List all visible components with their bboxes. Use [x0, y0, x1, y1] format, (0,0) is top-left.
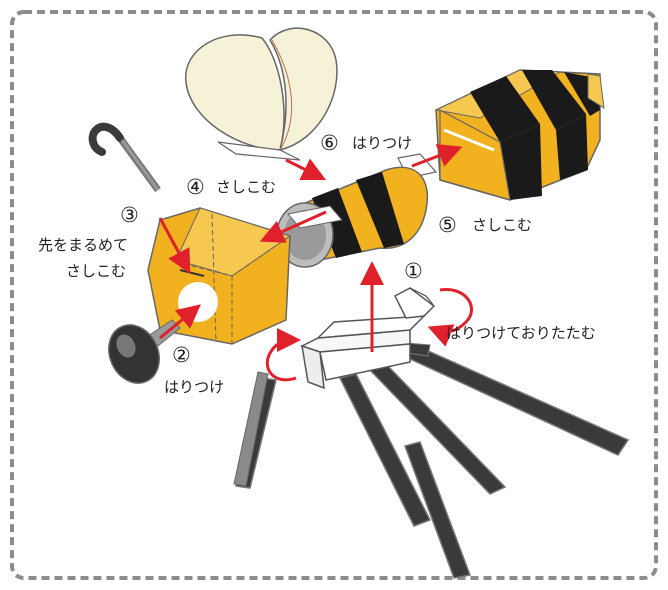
arrow-abdomen: [411, 144, 463, 168]
eye-cup: [108, 319, 181, 384]
arrows: [158, 144, 473, 382]
step-1-text: はりつけておりたたむ: [446, 324, 596, 342]
step-3-text-line2: さしこむ: [66, 262, 126, 280]
thorax: [276, 153, 438, 268]
legs: [233, 337, 630, 579]
step-3-num: ③: [120, 203, 139, 227]
step-labels: ① はりつけておりたたむ ② はりつけ ③ 先をまるめて さしこむ ④ さしこむ…: [38, 131, 596, 396]
step-4-num: ④: [186, 175, 205, 199]
antenna: [88, 122, 161, 193]
leg-left-gray: [233, 371, 269, 487]
step-4-text: さしこむ: [216, 178, 276, 196]
step-6-num: ⑥: [320, 131, 339, 155]
arrow-fold-curve-left: [265, 328, 301, 382]
dashed-frame: [10, 10, 658, 580]
arrow-thorax-head: [259, 210, 327, 243]
step-2-num: ②: [172, 343, 191, 367]
wing-right: [269, 27, 338, 152]
arrow-fold-curve-right: [427, 288, 473, 347]
abdomen: [434, 69, 605, 201]
step-5-num: ⑤: [438, 213, 457, 237]
eye: [178, 282, 218, 322]
wing-left: [185, 34, 285, 151]
step-3-text-line1: 先をまるめて: [38, 236, 128, 254]
step-1-num: ①: [404, 259, 423, 283]
fold-part: [300, 287, 436, 390]
wings: [185, 27, 338, 161]
step-2-text: はりつけ: [164, 378, 224, 396]
arrow-wings: [285, 158, 327, 181]
step-5-text: さしこむ: [472, 216, 532, 234]
arrow-eye: [159, 304, 201, 340]
arrow-antenna: [158, 217, 191, 274]
leg-bottom: [404, 441, 472, 579]
leg-right: [393, 341, 630, 456]
step-6-text: はりつけ: [352, 134, 412, 152]
